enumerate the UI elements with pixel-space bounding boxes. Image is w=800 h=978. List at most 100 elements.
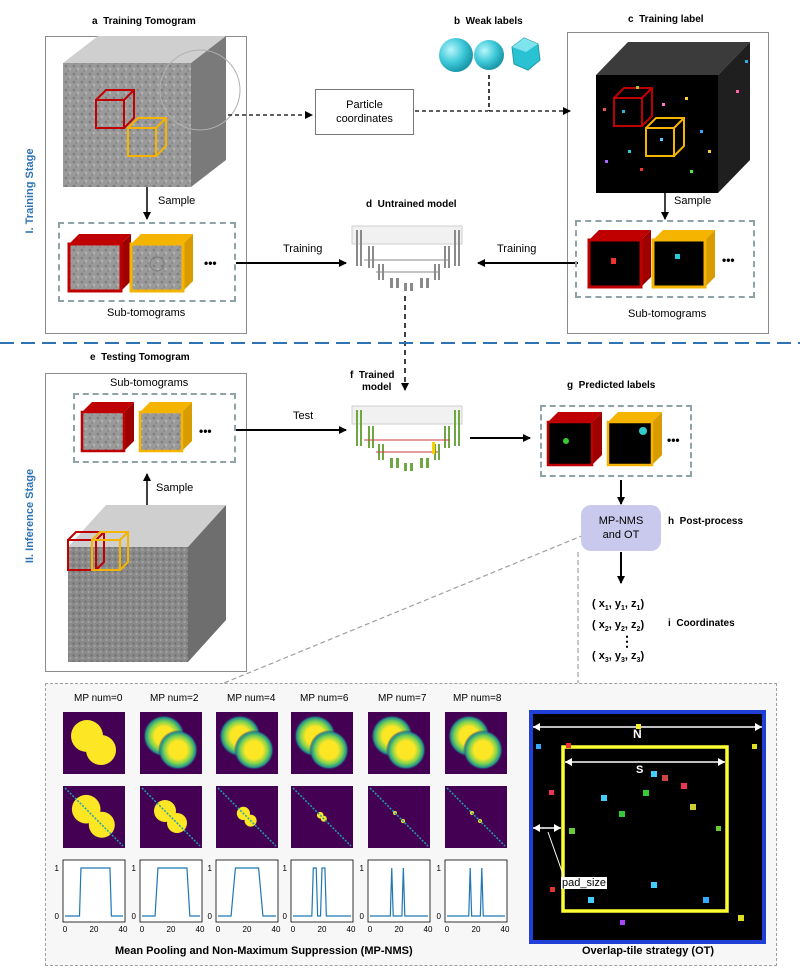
panel-i-title-text: Coordinates [676,618,735,629]
mp-y-tick-label: 0 [55,912,60,921]
mp-profile-plot-1 [139,859,203,923]
panel-h-title-text: Post-process [679,516,744,527]
mp-profile-plot-0 [62,859,126,923]
mp-x-tick-label: 20 [318,925,327,934]
panel-d-title: d Untrained model [366,199,457,210]
mp-y-tick-label: 0 [360,912,365,921]
mp-nms-map-1 [140,786,202,848]
panel-f-title-line1: Trained [358,370,395,381]
sub-tomogram-cube-yellow-c [651,230,715,289]
mp-blob-5 [445,712,507,774]
weak-label-spheres [439,37,541,72]
trained-unet-diagram [351,405,463,471]
panel-c-letter: c [628,14,634,25]
panel-g-title-text: Predicted labels [578,380,656,391]
panel-f-letter: f [350,370,354,381]
subtomo-label-c: Sub-tomograms [628,308,707,320]
panel-c-title: c Training label [628,14,704,25]
post-process-line2: and OT [602,529,640,541]
mp-x-tick-label: 40 [424,925,433,934]
mp-x-tick-label: 40 [272,925,281,934]
panel-e-title-text: Testing Tomogram [101,352,190,363]
panel-b-title-text: Weak labels [465,16,523,27]
panel-i-letter: i [668,618,671,629]
sub-tomogram-group-a [58,222,236,302]
mp-profile-plot-3 [290,859,354,923]
sub-tomogram-cube-red-e [80,402,134,453]
mp-x-tick-label: 20 [395,925,404,934]
sub-tomogram-cube-yellow-a [129,234,193,293]
mp-x-tick-label: 0 [445,925,450,934]
predicted-label-group [540,405,692,477]
panel-f-title-line2: model [362,382,392,393]
mp-x-tick-label: 40 [119,925,128,934]
ellipsis-g: ••• [667,433,680,447]
mp-x-tick-label: 40 [347,925,356,934]
panel-a-title-text: Training Tomogram [103,16,196,27]
ot-s-label: S [636,764,644,776]
training-tomogram-cube [63,36,241,187]
mp-y-tick-label: 0 [208,912,213,921]
mp-x-tick-label: 40 [196,925,205,934]
ellipsis-e: ••• [199,424,212,438]
panel-d-title-text: Untrained model [377,199,457,210]
panel-g-letter: g [567,380,574,391]
mp-col-header-3: MP num=6 [300,693,349,704]
mp-y-tick-label: 0 [437,912,442,921]
mp-nms-map-5 [445,786,507,848]
mp-y-tick-label: 1 [437,864,442,873]
ot-n-label: N [633,727,642,741]
mp-x-tick-label: 20 [472,925,481,934]
particle-coordinates-line1: Particle [346,99,383,111]
mp-y-tick-label: 1 [283,864,288,873]
mp-x-tick-label: 20 [243,925,252,934]
panel-h-letter: h [668,516,675,527]
mp-profile-plot-5 [444,859,508,923]
sample-label-a: Sample [158,195,196,207]
mp-x-tick-label: 0 [63,925,68,934]
panel-c-title-text: Training label [639,14,704,25]
panel-i-title: i Coordinates [668,618,735,629]
training-arrow-label-left: Training [283,243,323,255]
mp-blob-0 [63,712,125,774]
mp-nms-map-4 [368,786,430,848]
mp-profile-plot-2 [215,859,279,923]
mp-x-tick-label: 0 [291,925,296,934]
panel-e-title: e Testing Tomogram [90,352,190,363]
mp-col-header-1: MP num=2 [150,693,199,704]
sample-label-c: Sample [674,195,712,207]
untrained-unet-diagram [351,225,463,291]
sample-label-e: Sample [156,482,194,494]
training-arrow-label-right: Training [497,243,537,255]
panel-g-title: g Predicted labels [567,380,655,391]
subtomo-label-e: Sub-tomograms [110,377,189,389]
mp-x-tick-label: 0 [216,925,221,934]
coordinate-list: ( x1, y1, z1) ( x2, y2, z2) ⋮ ( x3, y3, … [592,596,644,670]
sub-tomogram-group-c [575,220,755,298]
mp-x-tick-label: 20 [167,925,176,934]
mp-x-tick-label: 0 [140,925,145,934]
mp-nms-map-0 [63,786,125,848]
mp-col-header-5: MP num=8 [453,693,502,704]
panel-b-title: b Weak labels [454,16,523,27]
mp-profile-plot-4 [367,859,431,923]
sub-tomogram-group-e [73,393,236,463]
mp-nms-caption: Mean Pooling and Non-Maximum Suppression… [115,945,413,957]
training-label-cube [596,42,750,193]
ot-pad-label: pad_size [561,877,608,889]
mp-col-header-2: MP num=4 [227,693,276,704]
mp-blob-4 [368,712,430,774]
mp-blob-2 [216,712,278,774]
panel-a-title: a Training Tomogram [92,16,196,27]
sub-tomogram-cube-red-a [67,234,131,293]
ot-caption: Overlap-tile strategy (OT) [582,945,715,957]
panel-h-title: h Post-process [668,516,743,527]
overlap-tile-panel [529,710,766,944]
mp-x-tick-label: 0 [368,925,373,934]
mp-x-tick-label: 20 [90,925,99,934]
panel-d-letter: d [366,199,373,210]
predicted-cube-yellow [606,412,662,467]
